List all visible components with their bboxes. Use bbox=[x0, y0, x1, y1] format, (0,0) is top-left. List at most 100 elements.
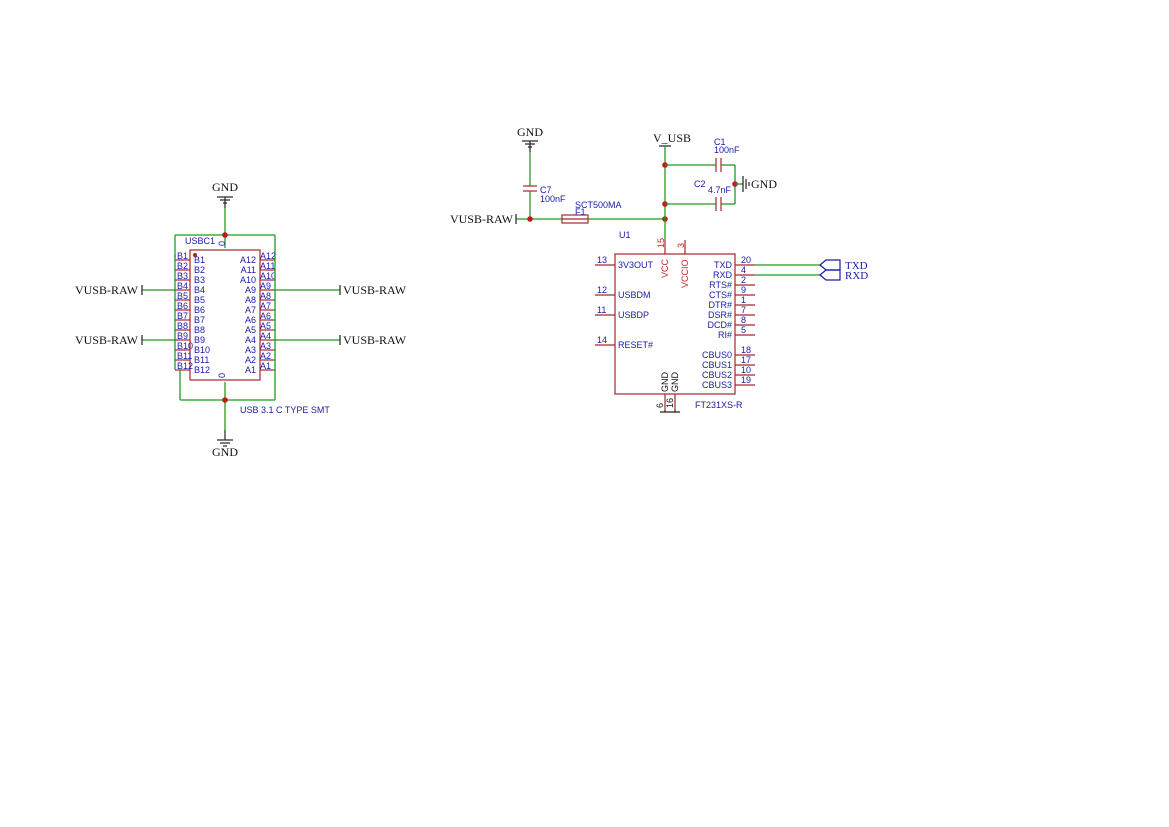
u1-gnd-num-a: 6 bbox=[655, 403, 665, 408]
usbc-right-pin-name: A12 bbox=[240, 255, 256, 265]
u1-right-pin-number: 17 bbox=[741, 355, 751, 365]
vusb-raw-label-left-top: VUSB-RAW bbox=[75, 283, 139, 297]
usbc-right-pin-name: A1 bbox=[245, 365, 256, 375]
usbc-left-pin-number: B5 bbox=[177, 291, 188, 301]
f1-ref: F1 bbox=[575, 207, 586, 217]
usbc-left-pin-number: B7 bbox=[177, 311, 188, 321]
usbc-right-pin-name: A2 bbox=[245, 355, 256, 365]
u1-gnd-label-b: GND bbox=[670, 372, 680, 393]
usbc-left-pin-name: B12 bbox=[194, 365, 210, 375]
u1-left-pin-name: RESET# bbox=[618, 340, 653, 350]
u1-left-pin-number: 11 bbox=[597, 305, 606, 315]
u1-right-pin-name: DTR# bbox=[708, 300, 732, 310]
gnd-label-usbc-bottom: GND bbox=[212, 445, 238, 459]
vusb-raw-label-right-top: VUSB-RAW bbox=[343, 283, 407, 297]
txd-port-symbol bbox=[819, 259, 841, 271]
u1-vccio-num: 3 bbox=[676, 243, 686, 248]
u1-left-pin-name: USBDM bbox=[618, 290, 651, 300]
vusb-section: V_USB C1 100nF C2 4.7nF GND bbox=[653, 131, 777, 240]
usbc-value: USB 3.1 C TYPE SMT bbox=[240, 405, 330, 415]
gnd-label-usbc-top: GND bbox=[212, 180, 238, 194]
usbc-right-pin-number: A8 bbox=[260, 291, 271, 301]
u1-right-pin-name: RTS# bbox=[709, 280, 732, 290]
u1-value: FT231XS-R bbox=[695, 400, 743, 410]
u1-right-pin-name: RXD bbox=[713, 270, 733, 280]
usbc-left-pin-number: B4 bbox=[177, 281, 188, 291]
u1-right-pin-name: TXD bbox=[714, 260, 733, 270]
u1-left-pin-number: 12 bbox=[597, 285, 607, 295]
usbc-left-pin-number: B12 bbox=[177, 361, 193, 371]
u1-right-pin-name: CBUS0 bbox=[702, 350, 732, 360]
usbc-right-pin-number: A10 bbox=[260, 271, 276, 281]
u1-left-pin-number: 13 bbox=[597, 255, 607, 265]
gnd-label-c7: GND bbox=[517, 125, 543, 139]
usbc-left-pin-number: B8 bbox=[177, 321, 188, 331]
u1-left-pin-name: 3V3OUT bbox=[618, 260, 654, 270]
usbc-right-pin-number: A6 bbox=[260, 311, 271, 321]
c7-ref: C7 bbox=[540, 185, 552, 195]
u1-right-pin-name: CBUS1 bbox=[702, 360, 732, 370]
u1-right-pin-name: CBUS2 bbox=[702, 370, 732, 380]
rxd-port-symbol bbox=[819, 269, 841, 281]
u1-vcc-label: VCC bbox=[660, 258, 670, 278]
usbc-left-pin-name: B7 bbox=[194, 315, 205, 325]
usbc-right-pin-number: A1 bbox=[260, 361, 271, 371]
u1-right-pin-name: CBUS3 bbox=[702, 380, 732, 390]
usbc-right-pin-number: A9 bbox=[260, 281, 271, 291]
usbc-left-pin-name: B2 bbox=[194, 265, 205, 275]
usbc-left-pin-name: B1 bbox=[194, 255, 205, 265]
usbc-left-pin-name: B5 bbox=[194, 295, 205, 305]
usbc-right-pin-number: A7 bbox=[260, 301, 271, 311]
fuse-section: GND C7 100nF VUSB-RAW SCT500MA F1 bbox=[450, 125, 668, 226]
vusb-raw-label-left-bottom: VUSB-RAW bbox=[75, 333, 139, 347]
c2-ref: C2 bbox=[694, 179, 706, 189]
u1-right-pin-number: 10 bbox=[741, 365, 751, 375]
c1-value: 100nF bbox=[714, 145, 740, 155]
u1-right-pin-number: 2 bbox=[741, 275, 746, 285]
gnd-symbol-usbc-bottom: GND bbox=[212, 430, 238, 459]
u1-right-pin-number: 5 bbox=[741, 325, 746, 335]
usbc-right-pin-number: A5 bbox=[260, 321, 271, 331]
usbc-right-pin-name: A10 bbox=[240, 275, 256, 285]
usbc-left-pin-number: B10 bbox=[177, 341, 193, 351]
usbc-left-pin-number: B1 bbox=[177, 251, 188, 261]
u1-vccio-label: VCCIO bbox=[680, 259, 690, 288]
u1-ref: U1 bbox=[619, 230, 631, 240]
usbc-left-pin-number: B2 bbox=[177, 261, 188, 271]
usbc-right-pin-number: A11 bbox=[260, 261, 275, 271]
u1-vcc-num: 15 bbox=[656, 238, 666, 248]
vusb-raw-label-right-bottom: VUSB-RAW bbox=[343, 333, 407, 347]
usbc-left-pin-number: B3 bbox=[177, 271, 188, 281]
usbc-right-pin-number: A4 bbox=[260, 331, 271, 341]
u1-right-pin-number: 4 bbox=[741, 265, 746, 275]
u1-right-pin-number: 19 bbox=[741, 375, 751, 385]
usbc-right-pin-name: A3 bbox=[245, 345, 256, 355]
c2-value: 4.7nF bbox=[708, 185, 732, 195]
usbc-top-pin: 0 bbox=[217, 241, 227, 246]
usbc-right-pin-number: A2 bbox=[260, 351, 271, 361]
usbc-right-pins: A12A12A11A11A10A10A9A9A8A8A7A7A6A6A5A5A4… bbox=[240, 251, 276, 375]
u1-right-pin-name: DSR# bbox=[708, 310, 732, 320]
usbc-left-pin-name: B4 bbox=[194, 285, 205, 295]
gnd-label-decoupling: GND bbox=[751, 177, 777, 191]
usbc-left-pin-number: B6 bbox=[177, 301, 188, 311]
usbc-right-pin-name: A8 bbox=[245, 295, 256, 305]
usbc-left-pin-name: B9 bbox=[194, 335, 205, 345]
f1-value: SCT500MA bbox=[575, 200, 622, 210]
u1-right-pin-name: RI# bbox=[718, 330, 732, 340]
u1-gnd-label-a: GND bbox=[660, 372, 670, 393]
usbc-left-pin-number: B9 bbox=[177, 331, 188, 341]
usbc-right-pin-name: A5 bbox=[245, 325, 256, 335]
txd-port-label: TXD bbox=[845, 260, 868, 272]
rxd-port-label: RXD bbox=[845, 270, 868, 282]
u1-right-pin-number: 1 bbox=[741, 295, 746, 305]
usbc-body bbox=[189, 249, 261, 381]
usbc-bottom-pin: 0 bbox=[217, 373, 227, 378]
usbc-right-pin-number: A3 bbox=[260, 341, 271, 351]
